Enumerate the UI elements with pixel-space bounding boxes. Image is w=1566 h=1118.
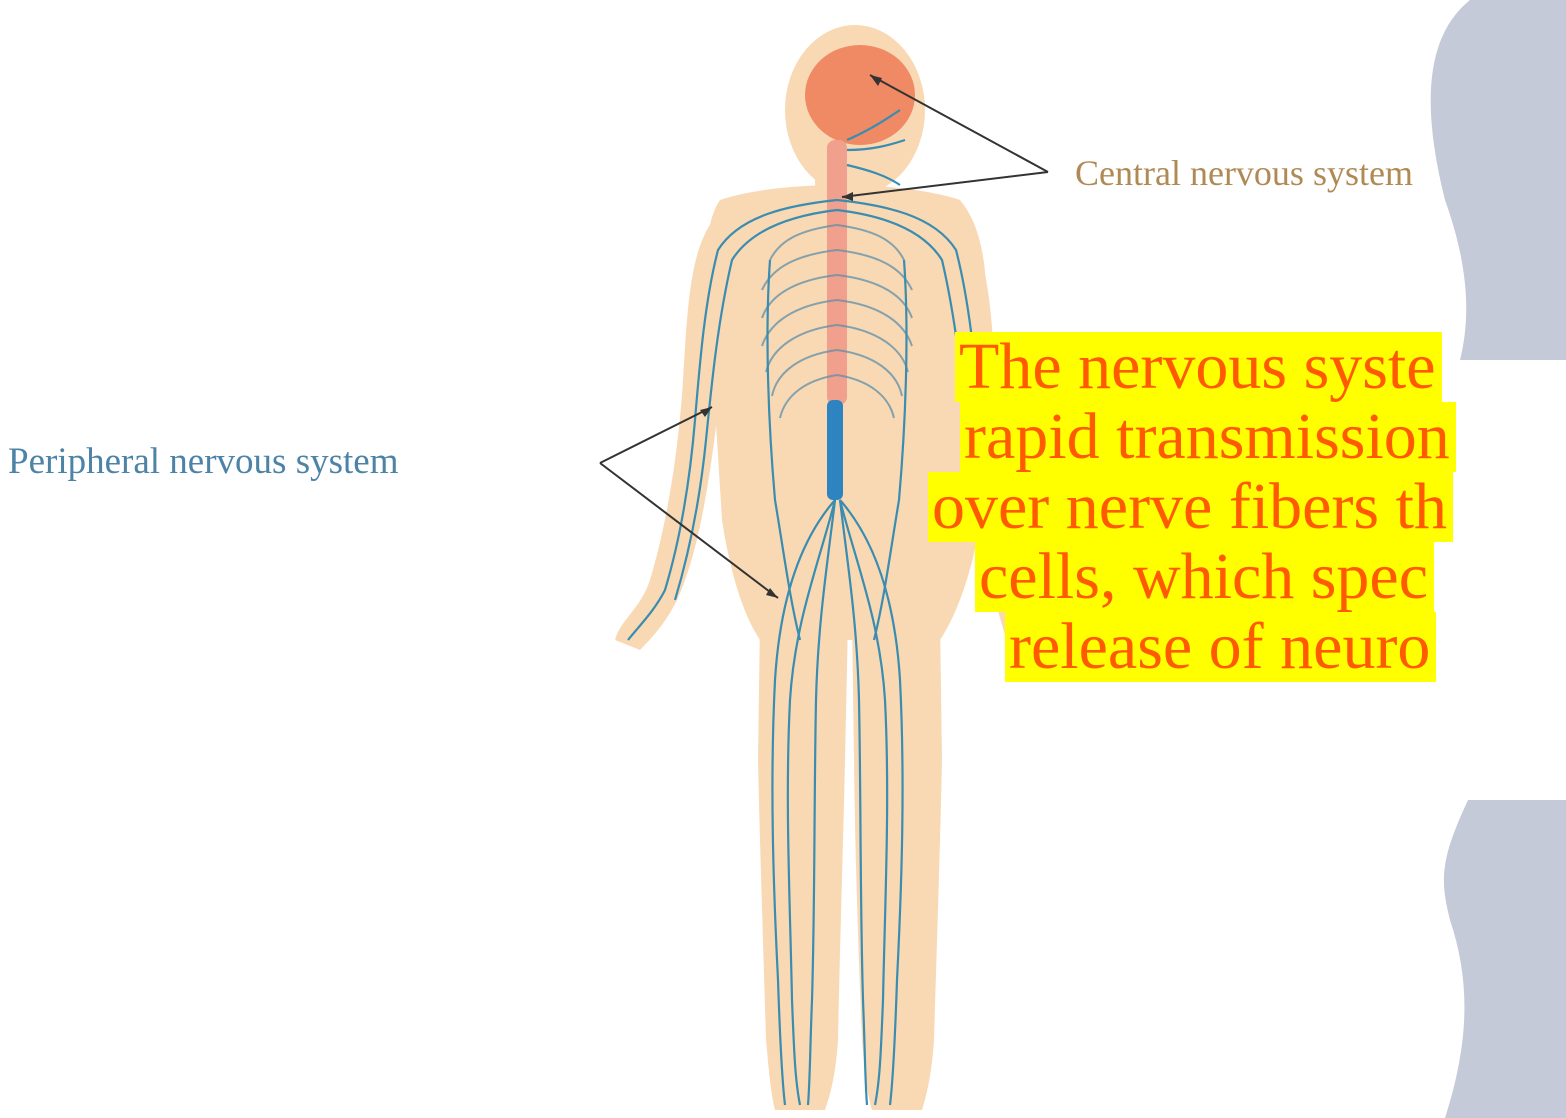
- central-nervous-system-label: Central nervous system: [1075, 152, 1413, 194]
- spinal-cord: [827, 140, 847, 405]
- peripheral-nervous-system-label: Peripheral nervous system: [8, 440, 398, 483]
- body-silhouette: [615, 25, 1032, 1110]
- cauda-equina: [827, 400, 843, 500]
- brain: [805, 45, 915, 145]
